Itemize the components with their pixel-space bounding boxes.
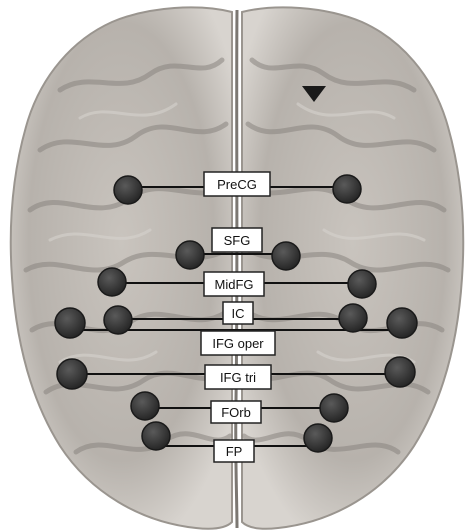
node-sfg-right — [271, 241, 301, 271]
node-ifg-tri-left — [56, 358, 88, 390]
node-midfg-left — [97, 267, 127, 297]
label-precg-text: PreCG — [217, 177, 257, 192]
label-ifg-tri: IFG tri — [204, 364, 272, 390]
brain-outline — [9, 6, 465, 530]
label-precg: PreCG — [203, 171, 271, 197]
left-hemisphere — [9, 6, 233, 530]
sulci-texture — [48, 102, 426, 364]
label-midfg: MidFG — [203, 271, 265, 297]
node-forb-left — [130, 391, 160, 421]
label-forb-text: FOrb — [221, 405, 251, 420]
label-ic: IC — [222, 301, 254, 325]
label-ifg-tri-text: IFG tri — [220, 370, 256, 385]
node-ic-right — [338, 303, 368, 333]
node-fp-left — [141, 421, 171, 451]
triangle-marker-icon — [302, 86, 326, 102]
node-precg-left — [113, 175, 143, 205]
node-ifg-oper-left — [54, 307, 86, 339]
label-midfg-text: MidFG — [215, 277, 254, 292]
right-hemisphere — [241, 6, 465, 530]
node-sfg-left — [175, 240, 205, 270]
node-precg-right — [332, 174, 362, 204]
label-sfg-text: SFG — [224, 233, 251, 248]
label-ifg-oper: IFG oper — [200, 330, 276, 356]
label-fp: FP — [213, 439, 255, 463]
label-ifg-oper-text: IFG oper — [212, 336, 264, 351]
node-midfg-right — [347, 269, 377, 299]
label-fp-text: FP — [226, 444, 243, 459]
node-forb-right — [319, 393, 349, 423]
node-ifg-oper-right — [386, 307, 418, 339]
label-forb: FOrb — [210, 400, 262, 424]
label-ic-text: IC — [232, 306, 245, 321]
node-fp-right — [303, 423, 333, 453]
node-ifg-tri-right — [384, 356, 416, 388]
label-sfg: SFG — [211, 227, 263, 253]
node-ic-left — [103, 305, 133, 335]
region-nodes — [54, 174, 418, 453]
region-labels: PreCG SFG MidFG IC IFG oper IFG tri — [200, 171, 276, 463]
